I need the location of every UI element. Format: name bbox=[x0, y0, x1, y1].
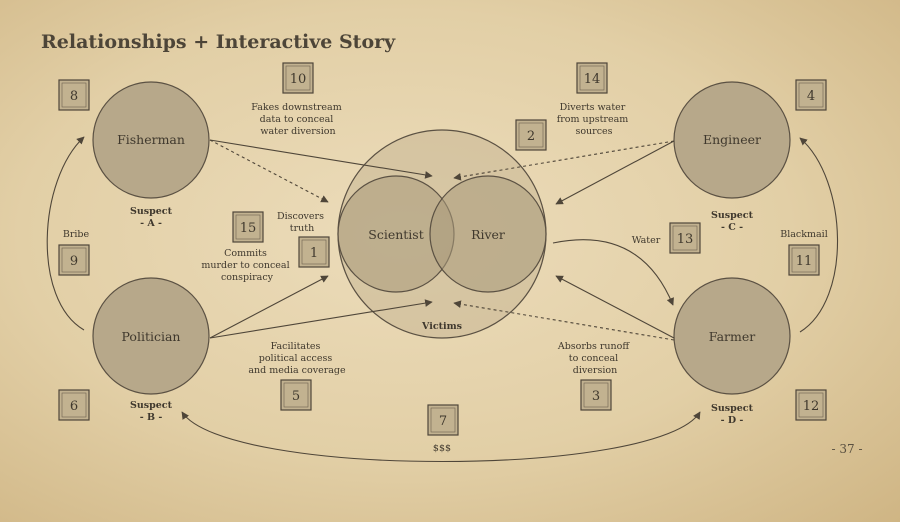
number-box-3[interactable]: 3 bbox=[580, 379, 612, 411]
number-box-4[interactable]: 4 bbox=[795, 79, 827, 111]
bribe-label: Bribe bbox=[63, 229, 90, 240]
politician-circle[interactable] bbox=[92, 277, 210, 395]
svg-text:3: 3 bbox=[592, 389, 600, 404]
note-absorbs-runoff: Absorbs runoff to conceal diversion bbox=[557, 341, 632, 376]
scientist-label: Scientist bbox=[368, 227, 423, 242]
note-commits-murder: Commits murder to conceal conspiracy bbox=[201, 248, 292, 283]
politician-letter: - B - bbox=[140, 412, 163, 423]
fisherman-suspect: Suspect bbox=[130, 206, 173, 217]
number-box-14[interactable]: 14 bbox=[576, 62, 608, 94]
number-box-15[interactable]: 15 bbox=[232, 211, 264, 243]
number-box-8[interactable]: 8 bbox=[58, 79, 90, 111]
note-facilitates-access: Facilitates political access and media c… bbox=[248, 341, 346, 376]
svg-text:2: 2 bbox=[527, 129, 535, 144]
fisherman-to-scientist-arrow bbox=[209, 139, 329, 203]
money-label: $$$ bbox=[433, 443, 451, 454]
svg-text:6: 6 bbox=[70, 399, 78, 414]
svg-text:10: 10 bbox=[290, 72, 307, 87]
svg-text:5: 5 bbox=[292, 389, 300, 404]
money-arrow bbox=[181, 411, 701, 462]
farmer-letter: - D - bbox=[721, 415, 744, 426]
politician-suspect: Suspect bbox=[130, 400, 173, 411]
note-fakes-data: Fakes downstream data to conceal water d… bbox=[251, 102, 345, 137]
number-box-9[interactable]: 9 bbox=[58, 244, 90, 276]
number-box-5[interactable]: 5 bbox=[280, 379, 312, 411]
number-box-6[interactable]: 6 bbox=[58, 389, 90, 421]
blackmail-label: Blackmail bbox=[780, 229, 828, 240]
politician-label: Politician bbox=[122, 329, 181, 344]
number-box-12[interactable]: 12 bbox=[795, 389, 827, 421]
svg-text:14: 14 bbox=[584, 72, 601, 87]
farmer-circle[interactable] bbox=[673, 277, 791, 395]
fisherman-to-river-arrow bbox=[209, 139, 433, 179]
number-box-7[interactable]: 7 bbox=[427, 404, 459, 436]
river-label: River bbox=[471, 227, 505, 242]
politician-to-victims-arrow bbox=[209, 299, 433, 339]
note-discovers-truth: Discovers truth bbox=[277, 211, 327, 234]
fisherman-label: Fisherman bbox=[117, 132, 185, 147]
farmer-to-victims-arrow bbox=[453, 300, 675, 341]
engineer-to-center-arrow bbox=[555, 140, 675, 205]
engineer-letter: - C - bbox=[721, 222, 743, 233]
note-diverts-water: Diverts water from upstream sources bbox=[557, 102, 632, 137]
number-box-2[interactable]: 2 bbox=[515, 119, 547, 151]
svg-text:11: 11 bbox=[796, 254, 813, 269]
farmer-suspect: Suspect bbox=[711, 403, 754, 414]
fisherman-letter: - A - bbox=[140, 218, 162, 229]
page-number: - 37 - bbox=[831, 442, 862, 456]
svg-text:7: 7 bbox=[439, 414, 447, 429]
river-circle[interactable] bbox=[429, 175, 547, 293]
svg-text:12: 12 bbox=[803, 399, 820, 414]
engineer-circle[interactable] bbox=[673, 81, 791, 199]
fisherman-circle[interactable] bbox=[92, 81, 210, 199]
politician-to-scientist-arrow bbox=[209, 275, 329, 339]
engineer-suspect: Suspect bbox=[711, 210, 754, 221]
page-title: Relationships + Interactive Story bbox=[41, 31, 396, 53]
blackmail-arrow bbox=[799, 137, 839, 333]
victims-label: Victims bbox=[421, 321, 462, 332]
number-box-10[interactable]: 10 bbox=[282, 62, 314, 94]
number-box-11[interactable]: 11 bbox=[788, 244, 820, 276]
bribe-arrow bbox=[46, 136, 85, 331]
svg-text:15: 15 bbox=[240, 221, 257, 236]
engineer-to-river-arrow bbox=[453, 140, 675, 181]
water-label: Water bbox=[632, 235, 661, 246]
number-box-1[interactable]: 1 bbox=[298, 236, 330, 268]
number-box-13[interactable]: 13 bbox=[669, 222, 701, 254]
engineer-label: Engineer bbox=[703, 132, 761, 147]
svg-text:4: 4 bbox=[807, 89, 815, 104]
water-arrow bbox=[552, 239, 674, 306]
farmer-to-center-arrow bbox=[555, 275, 675, 339]
farmer-label: Farmer bbox=[709, 329, 756, 344]
svg-text:9: 9 bbox=[70, 254, 78, 269]
svg-text:13: 13 bbox=[677, 232, 694, 247]
svg-text:8: 8 bbox=[70, 89, 78, 104]
svg-text:1: 1 bbox=[310, 246, 318, 261]
